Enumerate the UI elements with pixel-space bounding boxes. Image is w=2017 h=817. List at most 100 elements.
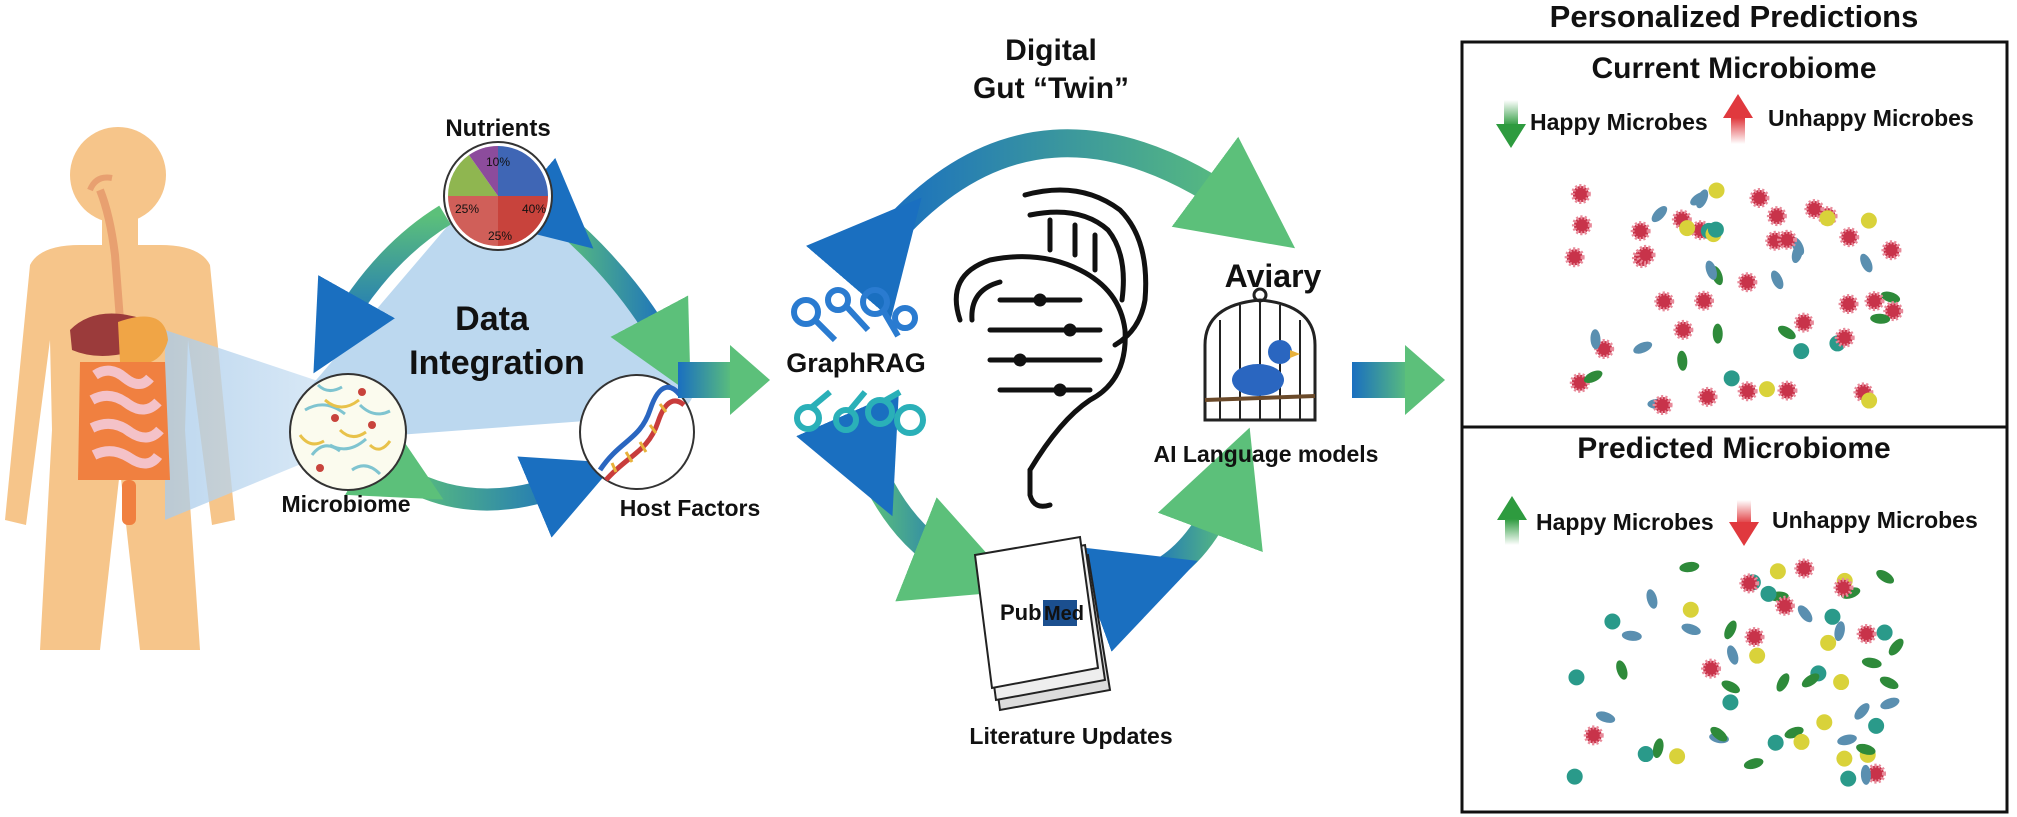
unhappy-microbe-icon (1749, 187, 1770, 208)
blue-rod-microbe-icon (1690, 191, 1708, 206)
green-rod-microbe-icon (1870, 313, 1891, 324)
current-happy-label: Happy Microbes (1530, 109, 1708, 135)
twin-title-line1: Digital (1005, 34, 1097, 67)
yellow-microbe-icon (1819, 210, 1836, 227)
pie-label: 25% (455, 202, 479, 216)
unhappy-microbe-icon (1839, 227, 1860, 248)
predicted-microbiome-title: Predicted Microbiome (1577, 432, 1890, 465)
blue-rod-microbe-icon (1860, 253, 1873, 273)
microbiome-illustration (289, 373, 407, 491)
zoom-beam (165, 330, 335, 520)
yellow-microbe-icon (1682, 601, 1699, 618)
green-rod-microbe-icon (1743, 758, 1764, 770)
teal-microbe-icon (1767, 734, 1784, 751)
cycle-arrow-nutrients-to-microbiome (313, 205, 451, 374)
blue-rod-microbe-icon (1681, 623, 1701, 636)
blue-rod-microbe-icon (1633, 341, 1653, 354)
unhappy-microbe-icon (1701, 658, 1722, 679)
yellow-microbe-icon (1758, 381, 1775, 398)
green-rod-microbe-icon (1776, 673, 1790, 692)
green-rod-microbe-icon (1679, 561, 1700, 573)
teal-microbe-icon (1568, 669, 1585, 686)
green-rod-microbe-icon (1721, 680, 1740, 694)
unhappy-microbe-icon (1697, 386, 1718, 407)
green-rod-microbe-icon (1677, 350, 1688, 371)
current-microbe-field (1564, 182, 1904, 416)
green-rod-microbe-icon (1616, 660, 1628, 680)
twin-title-line2: Gut “Twin” (973, 72, 1129, 105)
gut-circuit-icon (953, 187, 1149, 509)
blue-rod-microbe-icon (1621, 630, 1642, 641)
unhappy-microbe-icon (1834, 327, 1855, 348)
teal-microbe-icon (1566, 768, 1583, 785)
aviary-birdcage-icon (1203, 287, 1317, 422)
green-rod-microbe-icon (1879, 676, 1899, 690)
yellow-microbe-icon (1669, 748, 1686, 765)
yellow-microbe-icon (1793, 733, 1810, 750)
green-rod-microbe-icon (1652, 738, 1664, 759)
unhappy-microbe-icon (1774, 595, 1795, 616)
unhappy-microbe-icon (1766, 206, 1787, 227)
unhappy-microbe-icon (1694, 290, 1715, 311)
ai-models-label: AI Language models (1154, 441, 1379, 467)
yellow-microbe-icon (1708, 182, 1725, 199)
predicted-happy-trend-up-arrow (1497, 496, 1527, 545)
unhappy-microbe-icon (1833, 577, 1854, 598)
yellow-microbe-icon (1769, 563, 1786, 580)
graphrag-network-icon (791, 287, 926, 436)
green-rod-microbe-icon (1724, 620, 1737, 640)
twin-cycle-arrows (796, 129, 1296, 652)
cycle-arrow-microbiome-host (345, 418, 616, 538)
unhappy-microbe-icon (1744, 627, 1765, 648)
yellow-microbe-icon (1816, 714, 1833, 731)
current-microbiome-title: Current Microbiome (1591, 52, 1876, 85)
unhappy-microbe-icon (1881, 240, 1902, 261)
data-integration-cycle (300, 157, 695, 538)
teal-microbe-icon (1868, 717, 1885, 734)
unhappy-microbe-icon (1652, 395, 1673, 416)
green-rod-microbe-icon (1801, 673, 1820, 688)
pubmed-papers-icon: Pub Med (973, 535, 1112, 712)
green-rod-microbe-icon (1712, 323, 1723, 344)
current-unhappy-label: Unhappy Microbes (1768, 105, 1974, 131)
teal-microbe-icon (1840, 770, 1857, 787)
unhappy-microbe-icon (1838, 294, 1859, 315)
blue-rod-microbe-icon (1771, 270, 1784, 290)
arrow-integration-to-twin (678, 345, 770, 415)
unhappy-microbe-icon (1804, 199, 1825, 220)
teal-microbe-icon (1722, 694, 1739, 711)
yellow-microbe-icon (1860, 212, 1877, 229)
unhappy-microbe-icon (1571, 215, 1592, 236)
teal-microbe-icon (1876, 624, 1893, 641)
pie-label: 10% (486, 155, 510, 169)
green-rod-microbe-icon (1777, 325, 1796, 340)
unhappy-microbe-icon (1737, 381, 1758, 402)
literature-updates-label: Literature Updates (969, 723, 1172, 749)
dna-host-factors-illustration (579, 374, 695, 490)
unhappy-microbe-icon (1864, 291, 1885, 312)
unhappy-microbe-icon (1794, 558, 1815, 579)
green-rod-microbe-icon (1583, 370, 1603, 384)
predicted-microbe-field (1566, 558, 1904, 787)
host-factors-label: Host Factors (620, 495, 761, 521)
unhappy-microbe-icon (1739, 573, 1760, 594)
unhappy-microbe-icon (1737, 272, 1758, 293)
green-rod-microbe-icon (1861, 657, 1882, 669)
green-rod-microbe-icon (1888, 638, 1904, 656)
blue-rod-microbe-icon (1727, 645, 1739, 665)
nutrients-label: Nutrients (445, 115, 550, 142)
predictions-title: Personalized Predictions (1550, 0, 1919, 34)
yellow-microbe-icon (1820, 634, 1837, 651)
yellow-microbe-icon (1833, 674, 1850, 691)
blue-rod-microbe-icon (1834, 621, 1845, 642)
blue-rod-microbe-icon (1797, 605, 1813, 623)
predicted-unhappy-trend-down-arrow (1729, 500, 1759, 546)
blue-rod-microbe-icon (1854, 703, 1870, 720)
aviary-label: Aviary (1225, 258, 1322, 294)
yellow-microbe-icon (1861, 392, 1878, 409)
teal-microbe-icon (1707, 221, 1724, 238)
blue-rod-microbe-icon (1646, 589, 1658, 609)
arrow-graphrag-literature (796, 391, 1021, 602)
blue-rod-microbe-icon (1837, 734, 1857, 746)
